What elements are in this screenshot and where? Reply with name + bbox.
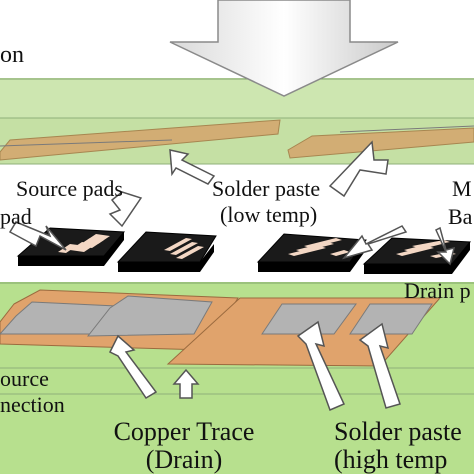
chip-2 [116,231,217,272]
right-ba-label: Ba [448,204,473,229]
chip-3-pad-c [304,238,342,248]
pointer-arrow-icon [169,149,216,185]
top-board-groove-left [0,139,173,147]
chip-3 [256,233,367,272]
top-board [0,78,474,165]
right-top-label: M [452,176,472,201]
chip-2-pad-b [170,242,198,255]
chip-4-side [364,242,470,274]
pointer-arrow-icon [108,334,158,400]
chip-1-side [18,232,124,266]
copper-trace-label-line1: Copper Trace [114,417,255,446]
chip-3-pad-b [296,242,334,252]
pointer-arrow-icon [358,322,401,409]
chip-2-top [116,231,217,263]
solder-paste-center [86,295,213,337]
chip-3-pad-d [330,250,350,256]
chip-4-pad-a [396,246,434,256]
chip-4-pad-c [412,240,450,248]
solder-paste-right-2 [349,303,433,335]
chip-4 [362,237,472,274]
solder-paste-high-label-line2: (high temp [334,445,447,474]
source-connection-label-line1: ource [0,366,49,391]
top-board-groove-right [339,125,474,133]
pointer-arrows [8,140,456,412]
pointer-arrow-icon [435,226,456,266]
pointer-arrow-icon [8,221,67,251]
pointer-arrow-icon [341,225,408,260]
solder-paste-high-label-line1: Solder paste [334,417,462,446]
source-pads-label: Source pads [16,176,123,201]
down-arrow-icon [169,0,399,97]
chip-2-side [118,244,214,272]
pointer-arrow-icon [296,320,346,412]
chip-3-pad-a [288,246,326,256]
chip-2-pad-a [164,238,192,251]
chip-1-pad-c [70,242,96,252]
pointer-arrow-icon [328,140,389,198]
pointer-arrow-icon [108,191,143,228]
top-copper-trace-right [287,127,474,159]
copper-trace-label-line2: (Drain) [146,445,223,474]
pad-label: pad [0,204,32,229]
chip-1-pad-d [58,244,78,253]
drain-pad-label: Drain p [404,278,471,303]
chip-3-side [258,242,366,272]
solder-paste-low-label-line1: Solder paste [212,176,320,201]
source-connection-label-line2: nection [0,392,65,417]
top-copper-trace-left [0,119,281,161]
chip-2-pad-c [176,246,204,259]
solder-paste-low-label-line2: (low temp) [220,202,317,227]
pointer-arrow-icon [172,368,200,399]
top-left-label: on [0,42,24,68]
